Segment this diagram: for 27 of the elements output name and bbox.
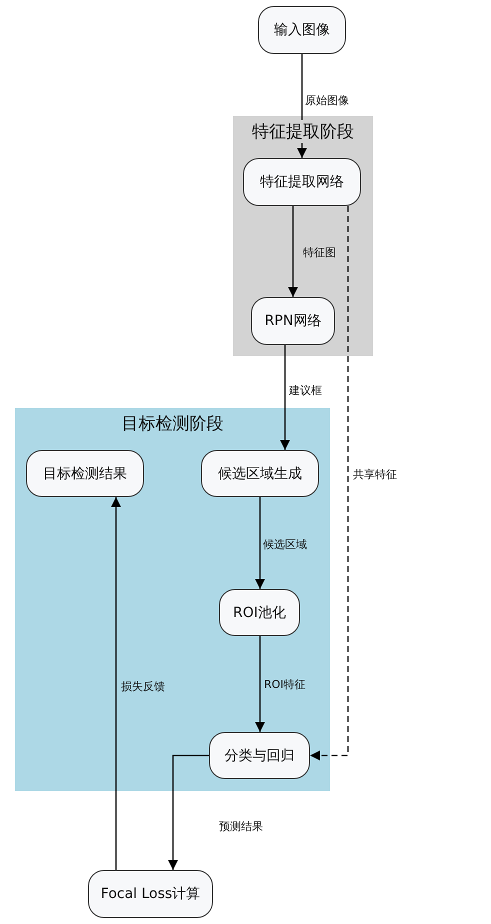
arrow: [297, 54, 307, 158]
process-box: 候选区域生成: [201, 450, 319, 497]
arrow: [288, 206, 298, 297]
process-box: 目标检测结果: [26, 450, 144, 497]
stage-panel: [233, 116, 373, 356]
edge-label: 候选区域: [262, 537, 308, 552]
edge-label: 建议框: [288, 383, 323, 398]
arrow: [280, 345, 290, 450]
arrow: [255, 636, 265, 732]
process-box: 输入图像: [258, 6, 346, 54]
process-box: Focal Loss计算: [88, 870, 213, 918]
panel-title: 特征提取阶段: [250, 120, 356, 143]
process-box: 特征提取网络: [243, 158, 361, 206]
arrow: [255, 497, 265, 589]
process-box: ROI池化: [219, 589, 300, 636]
arrow: [168, 754, 209, 870]
stage-panel: [15, 408, 330, 791]
edge-label: 原始图像: [304, 93, 350, 108]
edge-label: ROI特征: [263, 677, 307, 692]
process-box: RPN网络: [251, 297, 335, 345]
edge-label: 共享特征: [352, 467, 398, 482]
dashed-arrow: [310, 206, 349, 760]
process-box: 分类与回归: [209, 732, 310, 779]
edge-label: 特征图: [302, 245, 337, 260]
edge-label: 损失反馈: [120, 679, 166, 694]
arrow: [111, 497, 121, 870]
edge-label: 预测结果: [218, 819, 264, 834]
